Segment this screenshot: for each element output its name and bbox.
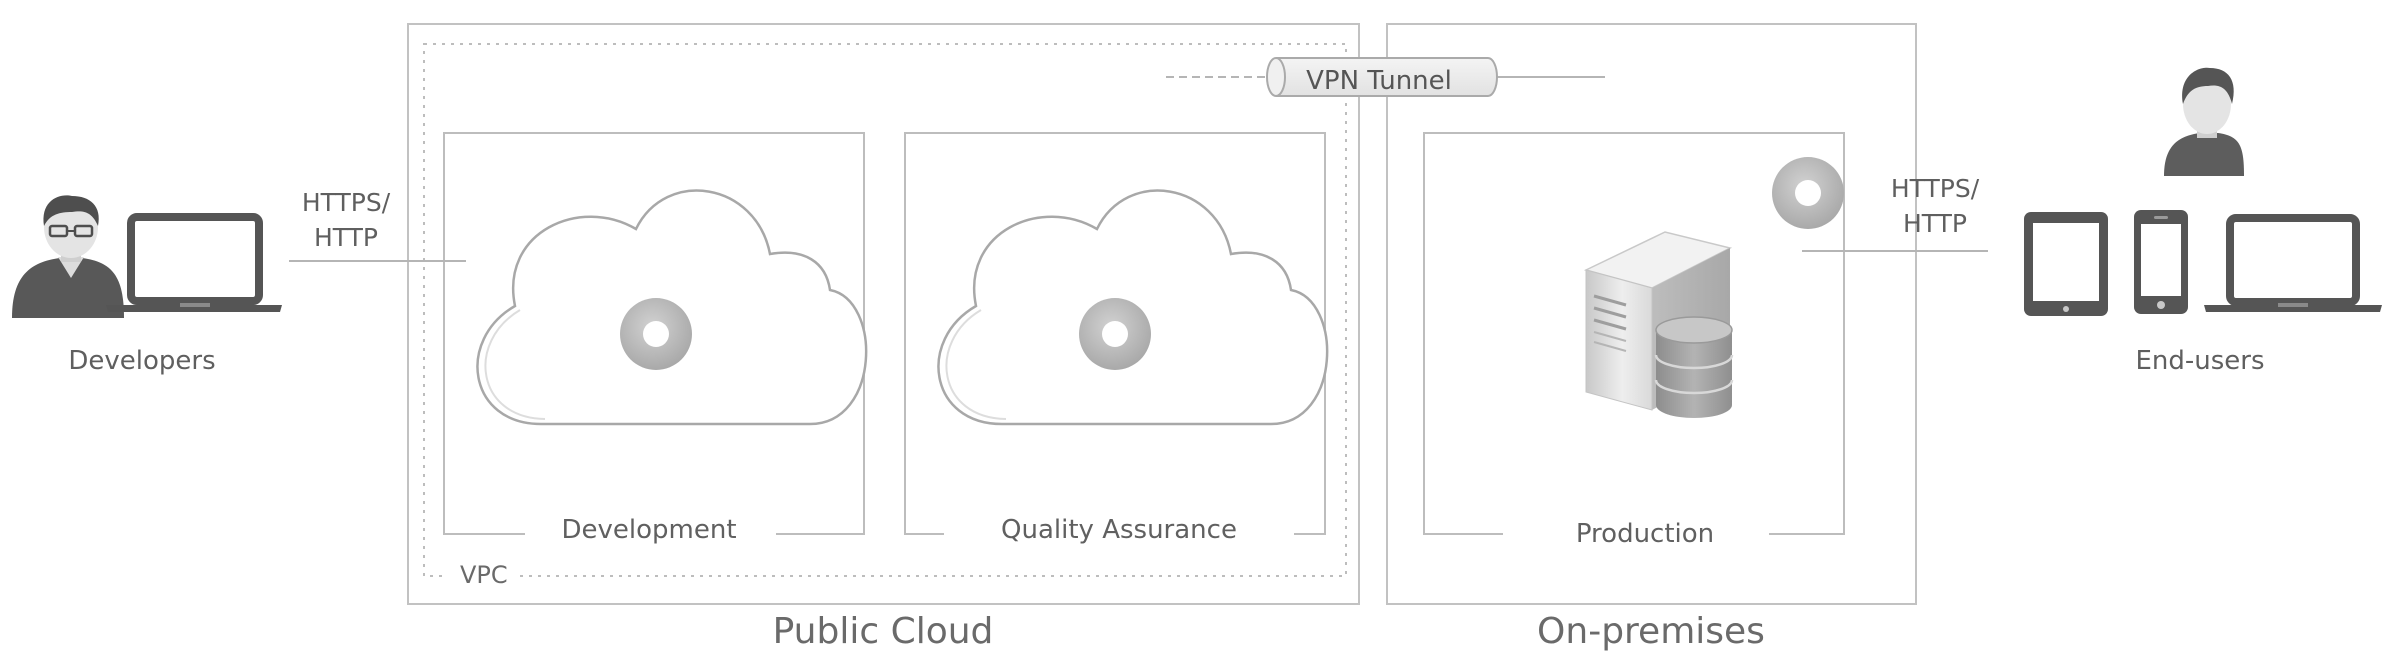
end-users-connection: HTTPS/ HTTP <box>1802 174 1988 252</box>
on-premises-label: On-premises <box>1537 611 1765 652</box>
laptop-icon <box>2204 214 2382 312</box>
database-icon <box>1654 316 1734 418</box>
developers-protocol-line2: HTTP <box>314 223 378 252</box>
vpc-label: VPC <box>460 561 508 589</box>
vpn-tunnel-label: VPN Tunnel <box>1306 66 1452 96</box>
on-premises-zone <box>1386 23 1917 605</box>
disc-icon <box>1772 157 1844 229</box>
disc-icon <box>1079 298 1151 370</box>
quality-assurance-environment: Quality Assurance <box>904 132 1329 545</box>
production-environment: Production <box>1423 132 1845 549</box>
end-users-protocol-line2: HTTP <box>1903 209 1967 238</box>
disc-icon <box>620 298 692 370</box>
end-users-label: End-users <box>2135 346 2264 376</box>
production-label: Production <box>1576 519 1714 549</box>
developer-avatar-icon <box>12 195 124 318</box>
development-label: Development <box>561 515 736 545</box>
developers-connection: HTTPS/ HTTP <box>289 188 466 262</box>
user-avatar-icon <box>2164 67 2244 176</box>
public-cloud-zone <box>407 23 1360 605</box>
end-users-protocol-line1: HTTPS/ <box>1891 174 1980 203</box>
tablet-icon <box>2024 212 2108 316</box>
end-users-group: End-users <box>2024 67 2382 376</box>
developers-group: Developers <box>12 195 282 376</box>
vpc-zone: VPC <box>423 43 1347 589</box>
vpn-tunnel: VPN Tunnel <box>1166 57 1605 97</box>
smartphone-icon <box>2134 210 2188 314</box>
developers-label: Developers <box>68 346 215 376</box>
public-cloud-label: Public Cloud <box>773 611 994 652</box>
laptop-icon <box>106 213 282 312</box>
development-environment: Development <box>443 132 868 545</box>
quality-assurance-label: Quality Assurance <box>1001 515 1237 545</box>
developers-protocol-line1: HTTPS/ <box>302 188 391 217</box>
